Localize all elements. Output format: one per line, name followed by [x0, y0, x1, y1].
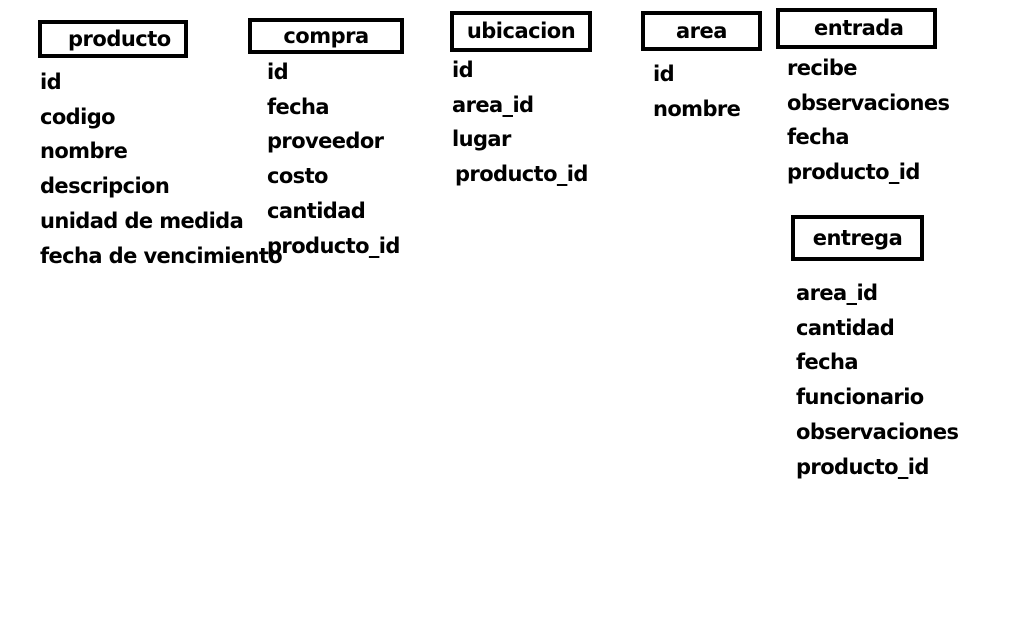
field-compra-producto-id: producto_id [267, 233, 400, 258]
field-producto-nombre: nombre [40, 139, 128, 164]
field-list-ubicacion: id area_id lugar producto_id [452, 53, 588, 192]
field-area-id: id [653, 61, 675, 86]
field-ubicacion-id: id [452, 57, 474, 82]
field-producto-descripcion: descripcion [40, 174, 170, 199]
field-entrada-producto-id: producto_id [787, 160, 920, 185]
entity-header-area: area [641, 11, 762, 51]
field-entrega-funcionario: funcionario [796, 385, 924, 410]
entity-header-ubicacion: ubicacion [450, 11, 592, 52]
field-compra-costo: costo [267, 164, 328, 189]
field-list-entrega: area_id cantidad fecha funcionario obser… [796, 276, 959, 485]
field-compra-proveedor: proveedor [267, 129, 384, 154]
field-entrega-cantidad: cantidad [796, 315, 895, 340]
field-entrada-recibe: recibe [787, 55, 858, 80]
field-ubicacion-producto-id: producto_id [455, 162, 588, 187]
field-entrada-fecha: fecha [787, 125, 850, 150]
field-producto-id: id [40, 69, 62, 94]
field-ubicacion-area-id: area_id [452, 92, 534, 117]
entity-header-entrega: entrega [791, 215, 924, 261]
field-list-compra: id fecha proveedor costo cantidad produc… [267, 55, 400, 264]
field-ubicacion-lugar: lugar [452, 127, 511, 152]
field-entrega-area-id: area_id [796, 280, 878, 305]
entity-header-producto: producto [38, 20, 188, 58]
entity-header-entrada: entrada [776, 8, 937, 49]
field-compra-cantidad: cantidad [267, 199, 366, 224]
field-compra-fecha: fecha [267, 94, 330, 119]
field-producto-unidad-de-medida: unidad de medida [40, 209, 244, 234]
field-list-entrada: recibe observaciones fecha producto_id [787, 51, 950, 190]
field-entrega-fecha: fecha [796, 350, 859, 375]
field-compra-id: id [267, 59, 289, 84]
field-area-nombre: nombre [653, 96, 741, 121]
field-entrada-observaciones: observaciones [787, 90, 950, 115]
field-list-producto: id codigo nombre descripcion unidad de m… [40, 65, 283, 274]
field-entrega-observaciones: observaciones [796, 420, 959, 445]
field-entrega-producto-id: producto_id [796, 454, 929, 479]
entity-header-compra: compra [248, 18, 404, 54]
field-producto-fecha-de-vencimiento: fecha de vencimiento [40, 243, 283, 268]
field-list-area: id nombre [653, 57, 741, 127]
field-producto-codigo: codigo [40, 104, 116, 129]
